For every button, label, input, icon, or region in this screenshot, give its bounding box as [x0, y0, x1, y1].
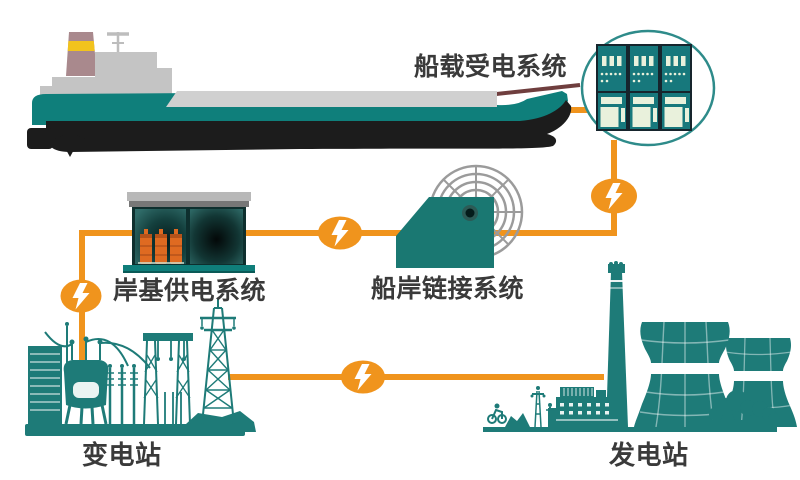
ship-shore-connection-label: 船岸链接系统	[371, 275, 525, 303]
building-roof-edge	[129, 201, 249, 207]
ship-propeller	[52, 125, 88, 157]
substation-lattice-tower	[200, 298, 236, 425]
ship-deck-cargo	[166, 91, 497, 107]
ship-superstructure	[40, 52, 172, 95]
lightning-icon-shore	[60, 279, 102, 313]
connector-lines	[79, 107, 617, 380]
building-glass-right	[190, 209, 243, 264]
plant-ground	[483, 427, 777, 432]
switchgear-cabinets	[596, 44, 692, 131]
cable-reel-illustration	[396, 164, 524, 268]
shore-supply-building	[123, 192, 255, 273]
plant-chimney	[606, 261, 628, 427]
substation-mound	[186, 411, 256, 432]
funnel-yellow-band	[67, 41, 95, 51]
line-building-to-substation	[79, 230, 136, 372]
substation-label: 变电站	[82, 440, 162, 470]
substation-bushings	[106, 364, 138, 424]
plant-foreground-details	[487, 386, 554, 428]
transformer-cylinders	[138, 229, 184, 264]
reel-bracket	[396, 197, 494, 268]
reel-axle-hole	[465, 208, 475, 218]
lightning-icon-ship	[591, 178, 637, 214]
receiving-panel-circle	[580, 29, 716, 147]
substation-illustration	[25, 298, 256, 436]
power-plant-label: 发电站	[609, 440, 689, 470]
lightning-icon-reel	[318, 216, 362, 250]
shore-supply-label: 岸基供电系统	[113, 277, 267, 305]
plant-buildings	[548, 387, 618, 427]
building-roof-top	[127, 192, 251, 201]
cargo-ship-illustration	[27, 32, 581, 157]
line-panel-to-reel	[246, 140, 617, 236]
ship-rudder	[27, 128, 53, 149]
substation-gantry	[143, 333, 193, 425]
substation-transformer	[44, 331, 151, 425]
building-base-shadow	[123, 271, 255, 273]
lightning-icon-grid	[341, 360, 385, 394]
substation-control-building	[28, 322, 69, 425]
plant-trees	[709, 390, 780, 427]
ship-funnel	[66, 32, 97, 76]
ship-system-label: 船载受电系统	[414, 53, 568, 81]
ship-hull-black	[46, 100, 572, 152]
building-base	[123, 265, 255, 273]
power-plant-illustration	[483, 261, 797, 432]
